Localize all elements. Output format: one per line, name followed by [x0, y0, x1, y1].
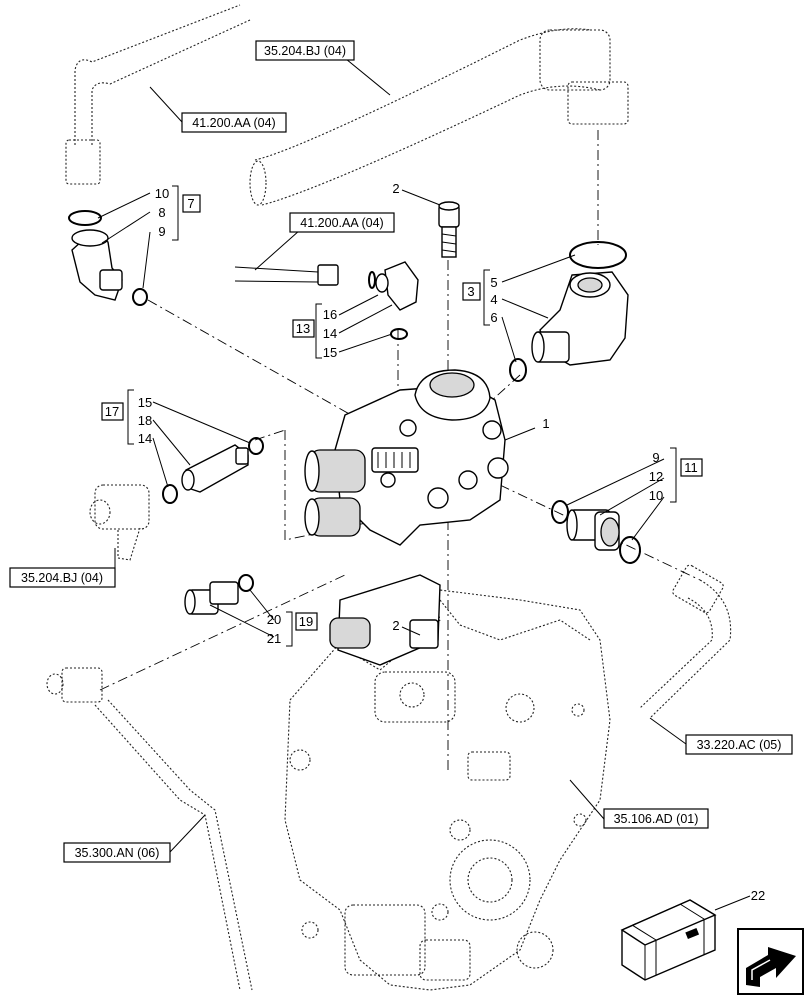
- item-number-21: 21: [267, 631, 281, 646]
- item-number-2: 2: [392, 181, 399, 196]
- item-number-18: 18: [138, 413, 152, 428]
- item-number-20: 20: [267, 612, 281, 627]
- o-ring-part-9-right: [551, 500, 569, 524]
- elbow-fitting-part-8: [71, 229, 123, 301]
- item-group-19: 20 21 19: [267, 611, 318, 647]
- group-box-number: 7: [187, 196, 194, 211]
- item-number-9: 9: [652, 450, 659, 465]
- reference-label-text: 35.204.BJ (04): [264, 44, 346, 58]
- group-box-number: 17: [105, 404, 119, 419]
- item-number-6: 6: [490, 310, 497, 325]
- item-number-8: 8: [158, 205, 165, 220]
- reference-label-35-204-bj-left[interactable]: 35.204.BJ (04): [9, 567, 116, 588]
- o-ring-part-10: [68, 210, 102, 226]
- item-number-2-pump: 2: [392, 618, 399, 633]
- item-number-5: 5: [490, 275, 497, 290]
- group-box-number: 11: [684, 460, 698, 475]
- reference-label-41-200-aa-left[interactable]: 41.200.AA (04): [181, 112, 287, 133]
- group-box-number: 13: [296, 321, 310, 336]
- parts-kit-crate-icon: [620, 899, 717, 981]
- o-ring-part-14-left: [162, 484, 178, 504]
- item-number-12: 12: [649, 469, 663, 484]
- item-group-11: 9 12 10 11: [649, 447, 703, 503]
- item-number-15: 15: [323, 345, 337, 360]
- reference-label-text: 41.200.AA (04): [192, 116, 275, 130]
- reference-label-text: 35.106.AD (01): [614, 812, 699, 826]
- item-number-4: 4: [490, 292, 497, 307]
- o-ring-part-10-right: [619, 536, 641, 564]
- item-number-1: 1: [542, 416, 549, 431]
- item-group-7: 10 8 9 7: [155, 185, 201, 241]
- item-number-14: 14: [138, 431, 152, 446]
- group-box-number: 19: [299, 614, 313, 629]
- item-number-16: 16: [323, 307, 337, 322]
- o-ring-part-9: [132, 288, 148, 306]
- item-number-10: 10: [649, 488, 663, 503]
- adapter-fitting-part-16: [234, 261, 419, 311]
- o-ring-part-20: [238, 574, 254, 592]
- item-group-3: 3 5 4 6: [462, 269, 498, 326]
- reference-label-text: 35.204.BJ (04): [21, 571, 103, 585]
- valve-block-part-1: [304, 369, 509, 546]
- reference-label-35-300-an[interactable]: 35.300.AN (06): [63, 842, 171, 863]
- straight-fitting-part-12: [566, 509, 620, 551]
- ghost-context-parts: [46, 4, 732, 991]
- o-ring-part-14-top: [368, 271, 376, 289]
- item-number-14: 14: [323, 326, 337, 341]
- o-ring-part-5: [569, 241, 627, 269]
- reference-label-text: 35.300.AN (06): [75, 846, 160, 860]
- fitting-part-21: [184, 581, 239, 615]
- item-group-17: 17 15 18 14: [101, 389, 152, 446]
- item-group-13: 13 16 14 15: [292, 303, 337, 360]
- reference-label-41-200-aa-center[interactable]: 41.200.AA (04): [289, 212, 395, 233]
- leader-lines: [97, 49, 751, 911]
- item-number-22: 22: [751, 888, 765, 903]
- next-page-arrow-icon[interactable]: [737, 928, 804, 995]
- reference-label-text: 41.200.AA (04): [300, 216, 383, 230]
- item-number-10: 10: [155, 186, 169, 201]
- item-number-15: 15: [138, 395, 152, 410]
- reference-label-text: 33.220.AC (05): [697, 738, 782, 752]
- o-ring-part-15-top: [390, 328, 408, 340]
- group-box-number: 3: [467, 284, 474, 299]
- o-ring-part-15-left: [248, 437, 264, 455]
- reference-label-33-220-ac[interactable]: 33.220.AC (05): [685, 734, 793, 755]
- check-valve-part-18: [181, 444, 249, 493]
- pump-solenoid-valve: [329, 574, 441, 666]
- o-ring-part-6: [509, 358, 527, 382]
- elbow-fitting-part-4: [531, 271, 629, 366]
- reference-label-35-106-ad[interactable]: 35.106.AD (01): [603, 808, 709, 829]
- bolt-part-2: [438, 201, 460, 258]
- reference-label-35-204-bj-top[interactable]: 35.204.BJ (04): [255, 40, 355, 61]
- item-number-9: 9: [158, 224, 165, 239]
